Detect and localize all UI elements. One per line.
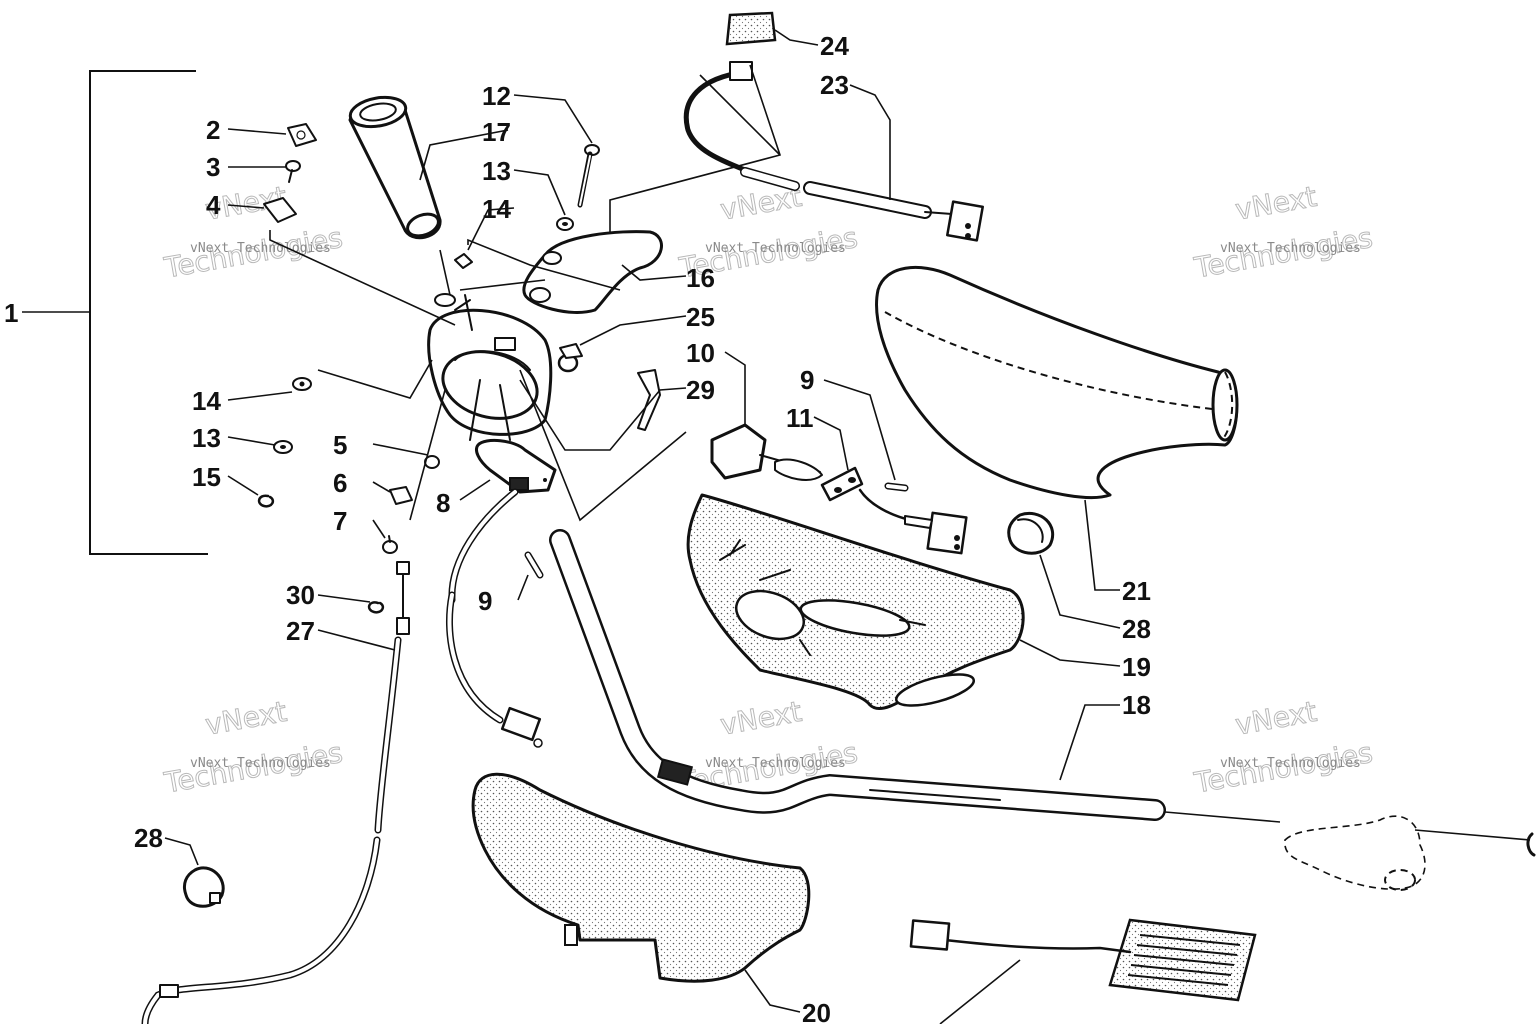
- svg-text:vNext Technologies: vNext Technologies: [1220, 756, 1361, 771]
- watermark-4: vNext Technologies vNext Technologies: [161, 694, 346, 800]
- part-12-bolt: [577, 144, 600, 208]
- svg-text:vNext Technologies: vNext Technologies: [1220, 241, 1361, 256]
- part-20-hand-guard-lower: [471, 772, 811, 983]
- callout-14-left: 14: [192, 386, 221, 416]
- part-17-grip: [348, 95, 442, 240]
- callout-24: 24: [820, 31, 849, 61]
- callout-1: 1: [4, 298, 18, 328]
- part-18-handlebar: [549, 529, 1166, 821]
- part-25-clamp: [557, 343, 583, 373]
- callout-2: 2: [206, 115, 220, 145]
- callout-9-center: 9: [478, 586, 492, 616]
- callout-9-right: 9: [800, 365, 814, 395]
- svg-text:vNext: vNext: [203, 695, 289, 742]
- callout-10: 10: [686, 338, 715, 368]
- svg-text:vNext Technologies: vNext Technologies: [705, 241, 846, 256]
- callout-30: 30: [286, 580, 315, 610]
- part-2-clip: [287, 123, 317, 147]
- callout-14-top: 14: [482, 194, 511, 224]
- callout-23: 23: [820, 70, 849, 100]
- heater-connector-right: [858, 488, 968, 555]
- part-19-hand-guard: [686, 493, 1025, 711]
- svg-text:vNext Technologies: vNext Technologies: [190, 241, 331, 256]
- callout-25: 25: [686, 302, 715, 332]
- part-13-washer-left: [273, 440, 293, 454]
- callout-28-right: 28: [1122, 614, 1151, 644]
- watermark-3: vNext Technologies vNext Technologies: [1191, 179, 1376, 285]
- part-27-cable: [141, 561, 410, 1024]
- part-28-ring-left: [182, 866, 225, 908]
- part-11-bracket: [820, 466, 864, 502]
- callout-4: 4: [206, 190, 221, 220]
- callout-13-left: 13: [192, 423, 221, 453]
- part-15-ring: [257, 494, 275, 508]
- callout-27: 27: [286, 616, 315, 646]
- part-6-clip: [389, 486, 413, 505]
- part-24-pad: [725, 11, 777, 46]
- part-3-screw: [285, 160, 301, 183]
- callout-11: 11: [786, 403, 814, 433]
- part-10-connector: [710, 423, 823, 481]
- part-9-screw-right: [884, 482, 909, 492]
- heater-element-lower: [909, 918, 1257, 1024]
- part-14-nut-top: [454, 253, 473, 269]
- callout-7: 7: [333, 506, 347, 536]
- callout-20: 20: [802, 998, 831, 1024]
- svg-text:vNext: vNext: [1233, 695, 1319, 742]
- svg-text:vNext Technologies: vNext Technologies: [190, 756, 331, 771]
- part-29-clip: [637, 369, 661, 431]
- svg-text:vNext Technologies: vNext Technologies: [705, 756, 846, 771]
- part-7-screw: [382, 535, 398, 554]
- callout-13-top: 13: [482, 156, 511, 186]
- part-30-clip: [367, 601, 385, 614]
- callout-28-left: 28: [134, 823, 163, 853]
- leader-lines: [164, 29, 1121, 1013]
- callout-3: 3: [206, 152, 220, 182]
- callout-16: 16: [686, 263, 715, 293]
- callout-18: 18: [1122, 690, 1151, 720]
- callout-29: 29: [686, 375, 715, 405]
- part-8-switch: [475, 438, 557, 494]
- throttle-housing: [427, 293, 553, 441]
- callout-8: 8: [436, 488, 450, 518]
- part-9-screw-center: [524, 551, 544, 579]
- part-4-nut: [263, 197, 297, 223]
- watermark-1: vNext Technologies vNext Technologies: [161, 179, 346, 285]
- svg-text:vNext: vNext: [1233, 180, 1319, 227]
- callout-12: 12: [482, 81, 511, 111]
- callout-19: 19: [1122, 652, 1151, 682]
- callout-15: 15: [192, 462, 221, 492]
- part-16-lever-bracket: [522, 230, 663, 314]
- part-28-ring-right: [1007, 512, 1055, 555]
- watermark-6: vNext Technologies vNext Technologies: [1191, 694, 1376, 800]
- part-13-washer-top: [556, 217, 574, 231]
- callout-labels: 1 2 3 4 5 6 7 8 9 9 10 11 12 13 13 14 14…: [4, 31, 1151, 1024]
- callout-5: 5: [333, 430, 347, 460]
- part-14-nut-left: [292, 377, 312, 391]
- callout-17: 17: [482, 117, 511, 147]
- callout-6: 6: [333, 468, 347, 498]
- callout-21: 21: [1122, 576, 1151, 606]
- throttle-assembly-right: [1164, 811, 1536, 891]
- part-21-cover: [875, 265, 1239, 500]
- switch-wire: [445, 488, 543, 748]
- assembly-bracket: [22, 70, 208, 555]
- svg-text:vNext: vNext: [718, 695, 804, 742]
